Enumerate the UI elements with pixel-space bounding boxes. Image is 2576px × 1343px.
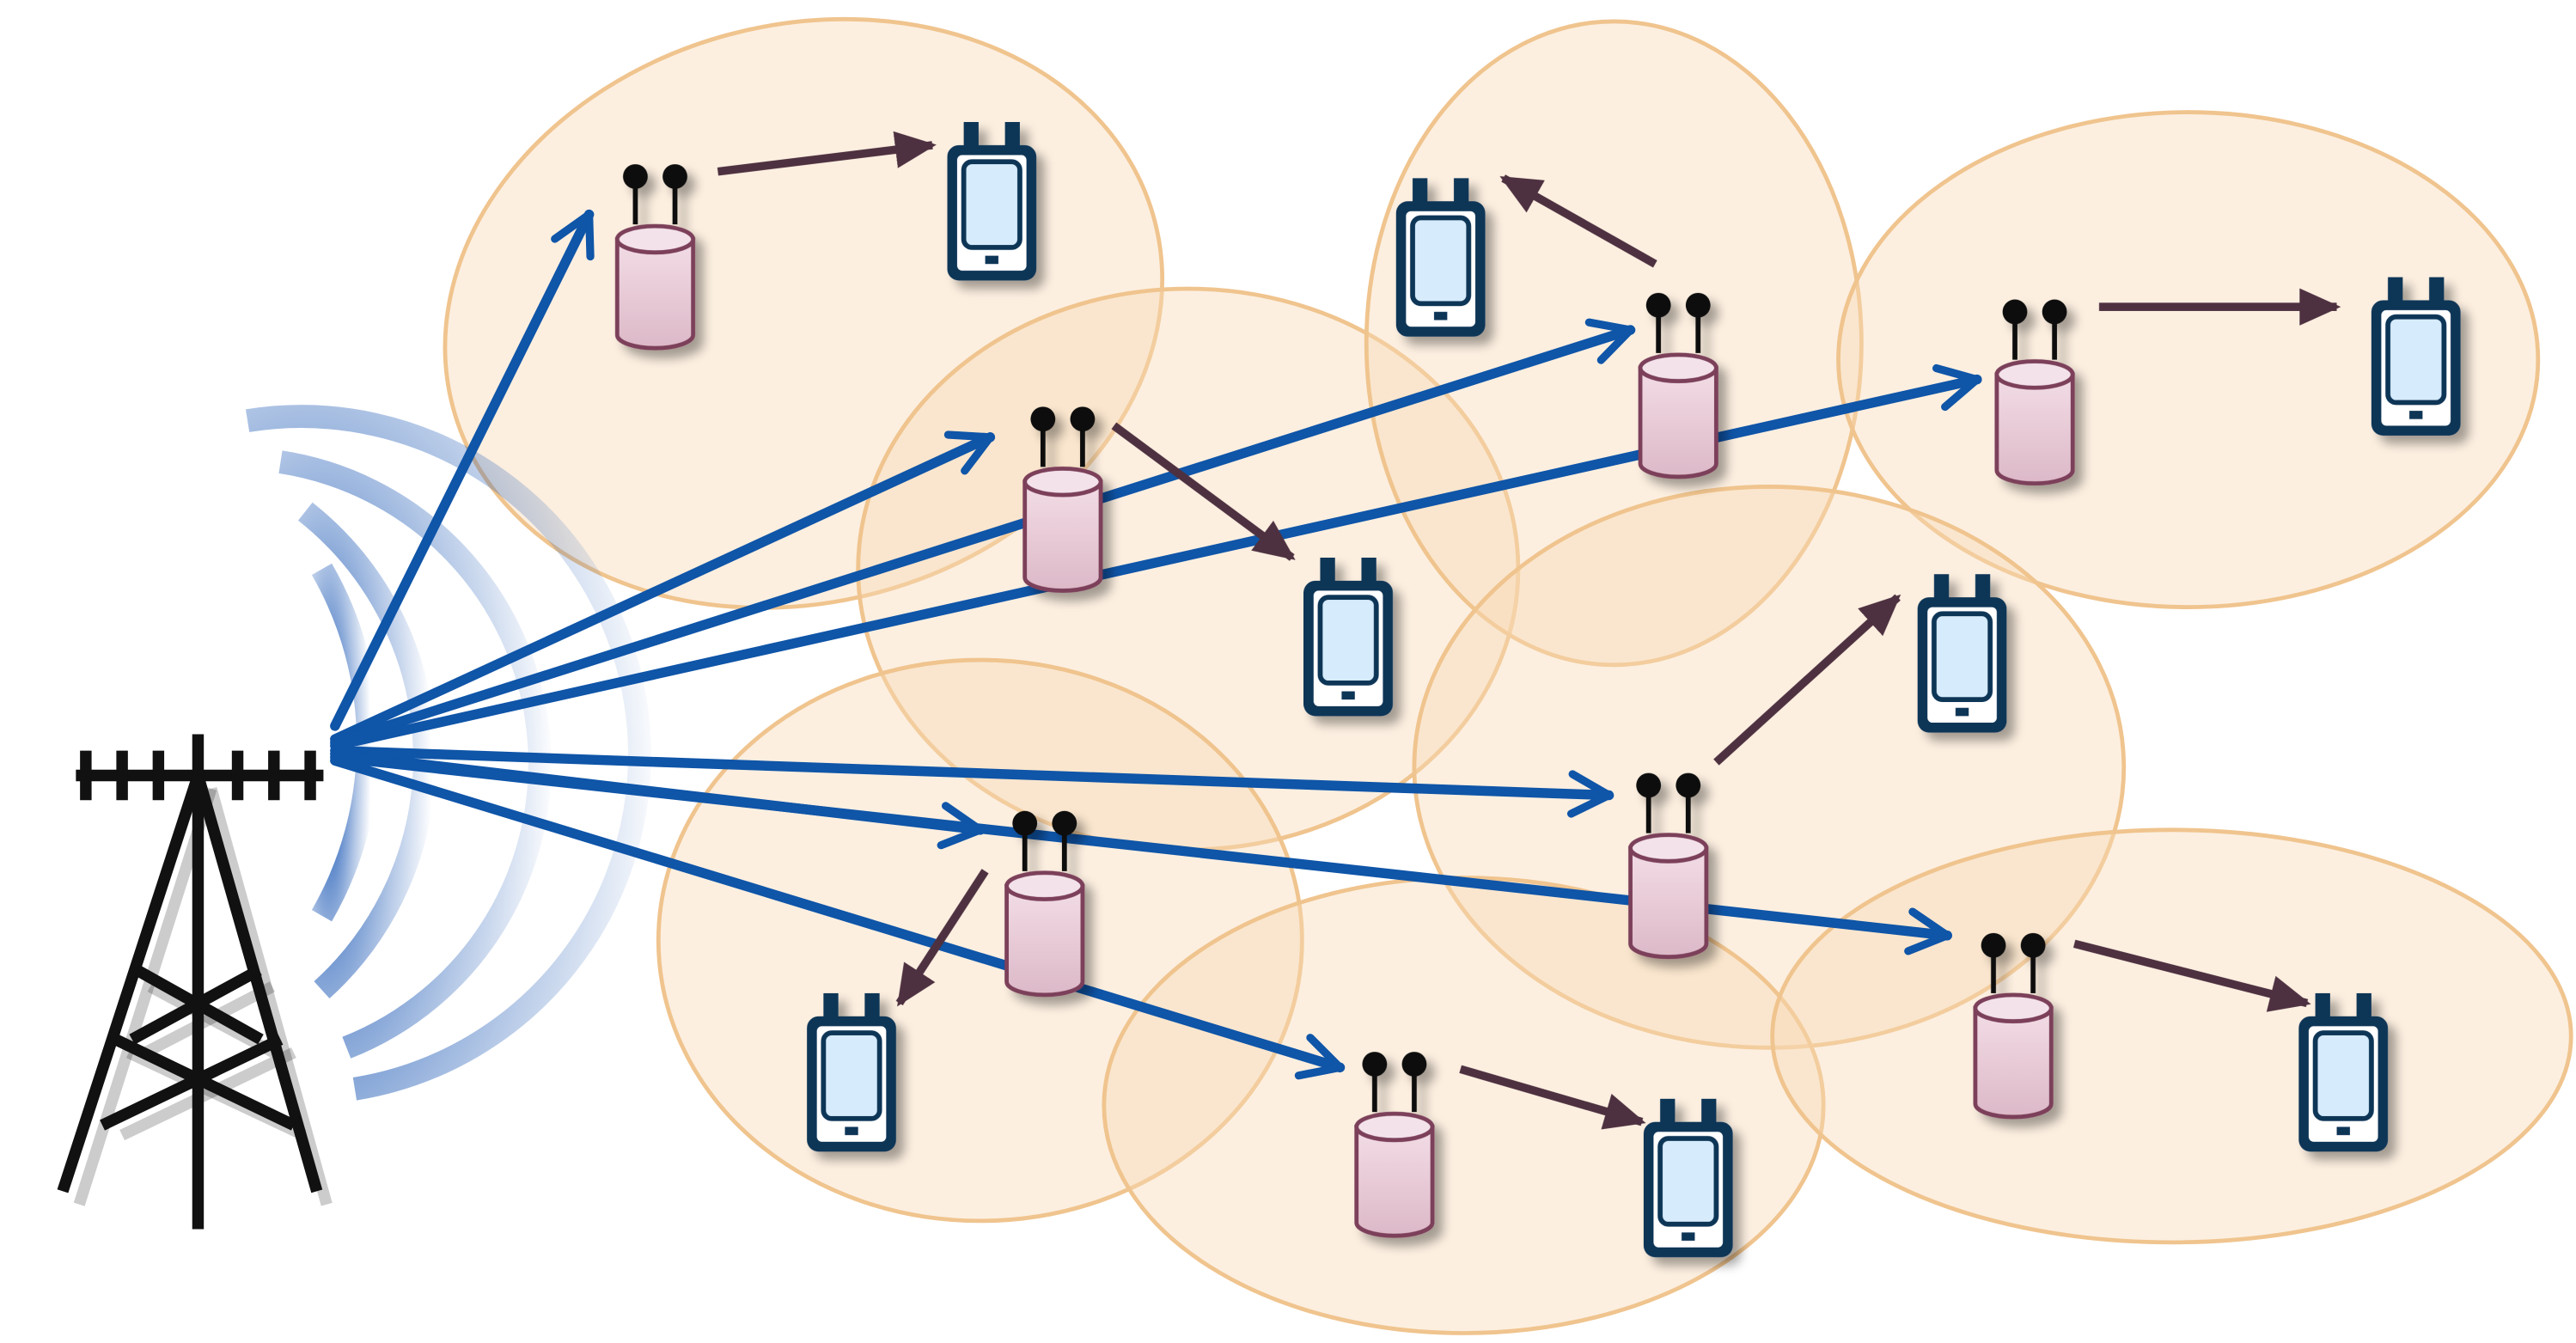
mobile-device-icon bbox=[1918, 574, 2007, 732]
cell-tower-icon bbox=[57, 734, 333, 1230]
mobile-device-icon bbox=[947, 122, 1036, 280]
mobile-device-icon bbox=[2372, 278, 2461, 436]
backhaul-arrow bbox=[330, 209, 595, 731]
mobile-device-icon bbox=[1396, 178, 1486, 336]
access-links bbox=[717, 131, 2341, 1130]
mobile-device-icon bbox=[1303, 558, 1393, 716]
backhaul-arrow bbox=[330, 755, 1346, 1080]
access-arrow bbox=[1111, 422, 1296, 561]
mobile-device-icon bbox=[2298, 993, 2388, 1151]
access-arrow bbox=[1459, 1065, 1646, 1130]
backhaul-arrow bbox=[330, 318, 1636, 748]
backhaul-arrow bbox=[330, 430, 996, 744]
backhaul-links bbox=[330, 209, 1982, 1080]
backhaul-arrow bbox=[330, 745, 1615, 818]
coverage-ellipse bbox=[1836, 110, 2541, 610]
coverage-ellipse bbox=[1770, 827, 2573, 1245]
access-arrow bbox=[1499, 174, 1657, 268]
access-arrow bbox=[717, 131, 937, 176]
access-arrow bbox=[895, 869, 989, 1007]
mobile-device-icon bbox=[807, 993, 896, 1151]
access-arrow bbox=[2072, 939, 2311, 1012]
mobile-device-icon bbox=[1644, 1099, 1733, 1257]
access-arrow bbox=[1713, 594, 1901, 766]
